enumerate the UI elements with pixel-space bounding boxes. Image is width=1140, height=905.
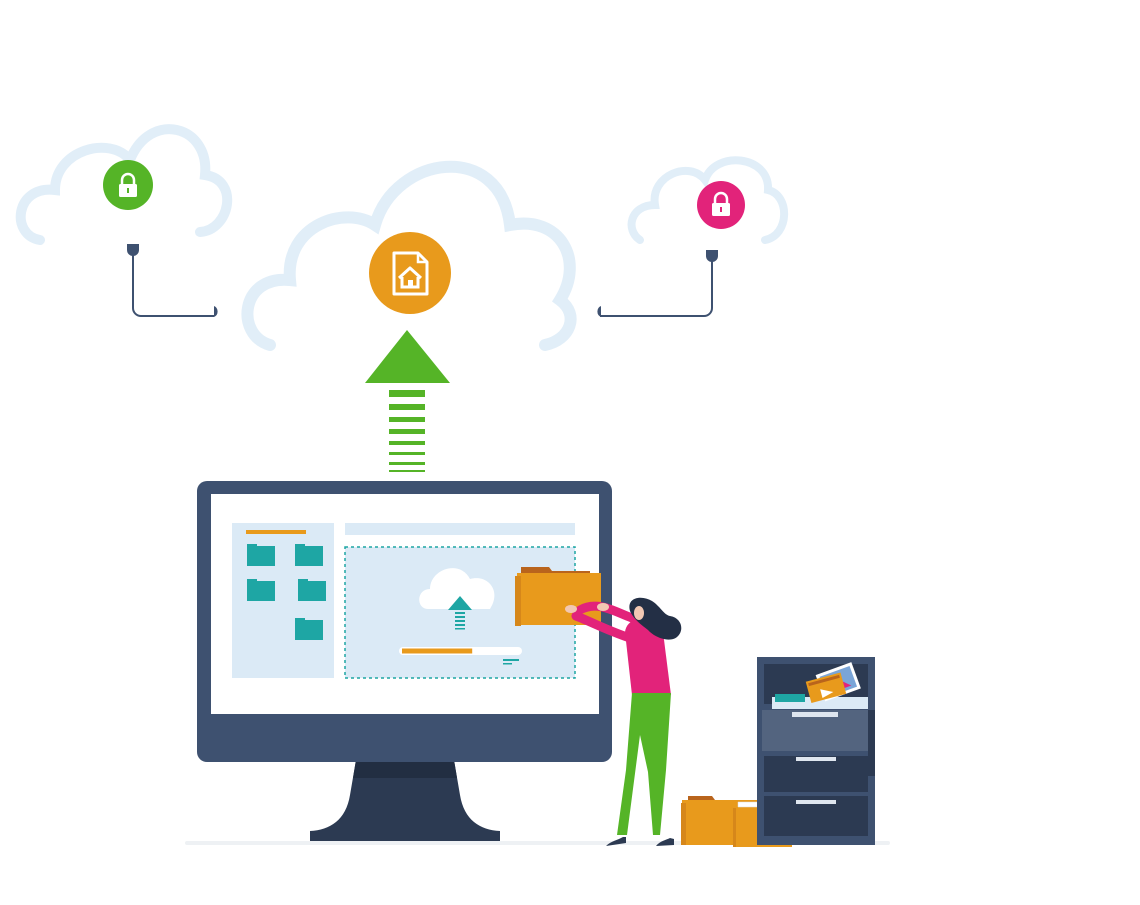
left-lock-icon <box>103 160 153 210</box>
right-connector <box>597 250 718 317</box>
screen-header-bar <box>345 523 575 535</box>
filing-cabinet <box>757 657 875 845</box>
folder-icon <box>247 544 275 566</box>
folder-icon <box>247 579 275 601</box>
upload-progress-bar <box>399 647 522 665</box>
woman-figure <box>515 567 682 846</box>
folder-icon <box>295 544 323 566</box>
left-connector <box>127 244 218 317</box>
folder-icon <box>295 618 323 640</box>
right-lock-icon <box>697 181 745 229</box>
home-document-icon <box>369 232 451 314</box>
folder-icon <box>298 579 326 601</box>
drawer-contents <box>772 662 868 709</box>
upload-arrow-icon <box>365 330 450 472</box>
folder-icon-grid <box>247 544 326 640</box>
cloud-upload-icon <box>419 568 495 630</box>
